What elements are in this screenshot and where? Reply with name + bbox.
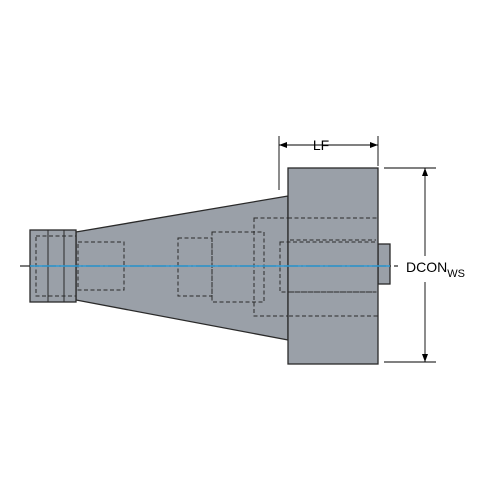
dcon-label-main: DCON	[406, 259, 447, 275]
inner-step	[253, 217, 289, 317]
lf-arrow-left	[279, 142, 287, 148]
flange-bore	[287, 217, 379, 317]
lf-dimension	[278, 136, 379, 190]
inner-bore-center	[177, 237, 213, 297]
lf-label: LF	[313, 137, 329, 153]
inner-bore-chamber	[211, 231, 265, 303]
dcon-arrow-top	[422, 168, 428, 176]
dcon-arrow-bottom	[422, 354, 428, 362]
dcon-label: DCONWS	[406, 259, 465, 280]
lf-arrow-right	[370, 142, 378, 148]
pilot-stub	[377, 243, 391, 285]
dcon-label-subscript: WS	[447, 268, 465, 280]
dcon-label-background	[403, 256, 489, 282]
